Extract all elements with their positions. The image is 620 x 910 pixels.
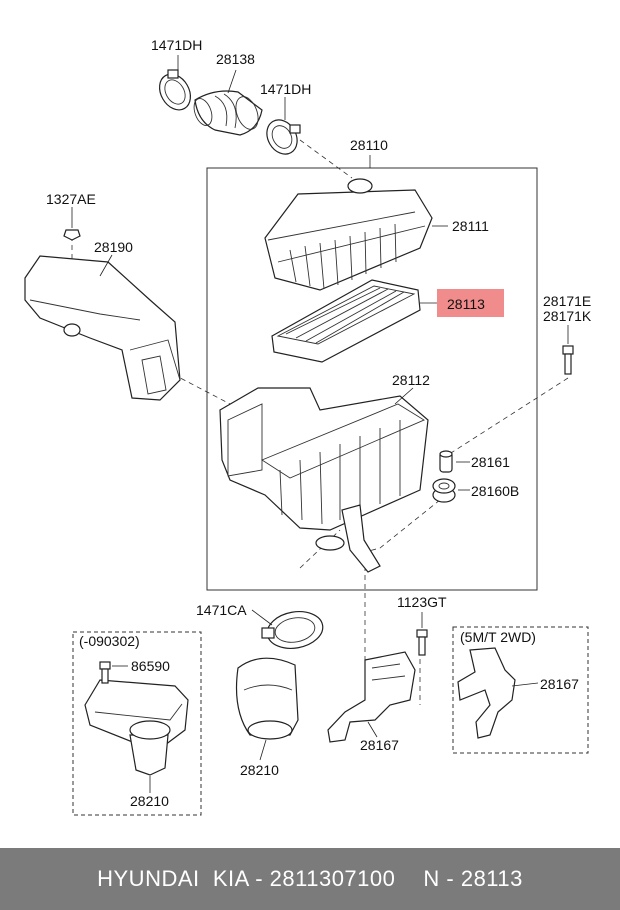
- footer-number: N - 28113: [423, 866, 523, 891]
- clamp-top-right-part: [266, 119, 301, 155]
- variant-box-right: [452, 626, 589, 754]
- assembly-frame: [206, 167, 538, 591]
- bolt-left-part: [63, 229, 81, 241]
- bracket-center-part: [327, 651, 416, 743]
- resonator-left-part: [84, 679, 189, 776]
- footer-brand-part: HYUNDAI KIA - 2811307100: [97, 866, 396, 891]
- housing-body-part: [219, 387, 429, 573]
- bracket-right-part: [457, 647, 516, 739]
- clamp-bottom-part: [261, 611, 324, 649]
- label-variant-5mt: (5M/T 2WD): [460, 629, 536, 645]
- label-resonator-left: 28210: [130, 793, 169, 809]
- cover-part: [264, 178, 433, 291]
- insulator-part: [439, 450, 453, 473]
- intake-duct-part: [24, 255, 181, 401]
- screw-part: [99, 661, 111, 684]
- label-grommet: 28160B: [471, 483, 519, 499]
- bolt-bottom-part: [416, 629, 428, 656]
- hose-part: [193, 90, 263, 136]
- label-clamp-top-right: 1471DH: [260, 81, 311, 97]
- label-insulator: 28161: [471, 454, 510, 470]
- label-variant-date: (-090302): [79, 633, 140, 649]
- label-cover: 28111: [452, 218, 489, 234]
- filter-element-part: [271, 279, 421, 363]
- parts-diagram: 1471DH 28138 1471DH 28110 28111 28113 13…: [24, 37, 592, 816]
- label-bolt-right-2: 28171K: [543, 308, 592, 324]
- label-duct: 28190: [94, 239, 133, 255]
- label-bolt-bottom: 1123GT: [397, 594, 447, 610]
- label-clamp-top-left: 1471DH: [151, 37, 202, 53]
- bolt-right-part: [562, 345, 574, 375]
- label-body: 28112: [392, 372, 430, 388]
- label-filter: 28113: [447, 296, 485, 312]
- label-bracket-right: 28167: [540, 676, 579, 692]
- label-clamp-bottom: 1471CA: [196, 602, 247, 618]
- label-bolt-right-1: 28171E: [543, 293, 591, 309]
- filter-label-highlight: [437, 289, 504, 317]
- variant-box-left: [72, 631, 202, 816]
- label-assembly: 28110: [350, 137, 388, 153]
- label-screw: 86590: [131, 658, 170, 674]
- resonator-center-part: [235, 657, 299, 740]
- clamp-top-left-part: [158, 69, 192, 111]
- footer-bar: HYUNDAI KIA - 2811307100 N - 28113: [0, 848, 620, 910]
- label-resonator-center: 28210: [240, 762, 279, 778]
- label-bolt-left: 1327AE: [46, 191, 96, 207]
- label-bracket-center: 28167: [360, 737, 399, 753]
- grommet-part: [432, 478, 456, 503]
- label-hose: 28138: [216, 51, 255, 67]
